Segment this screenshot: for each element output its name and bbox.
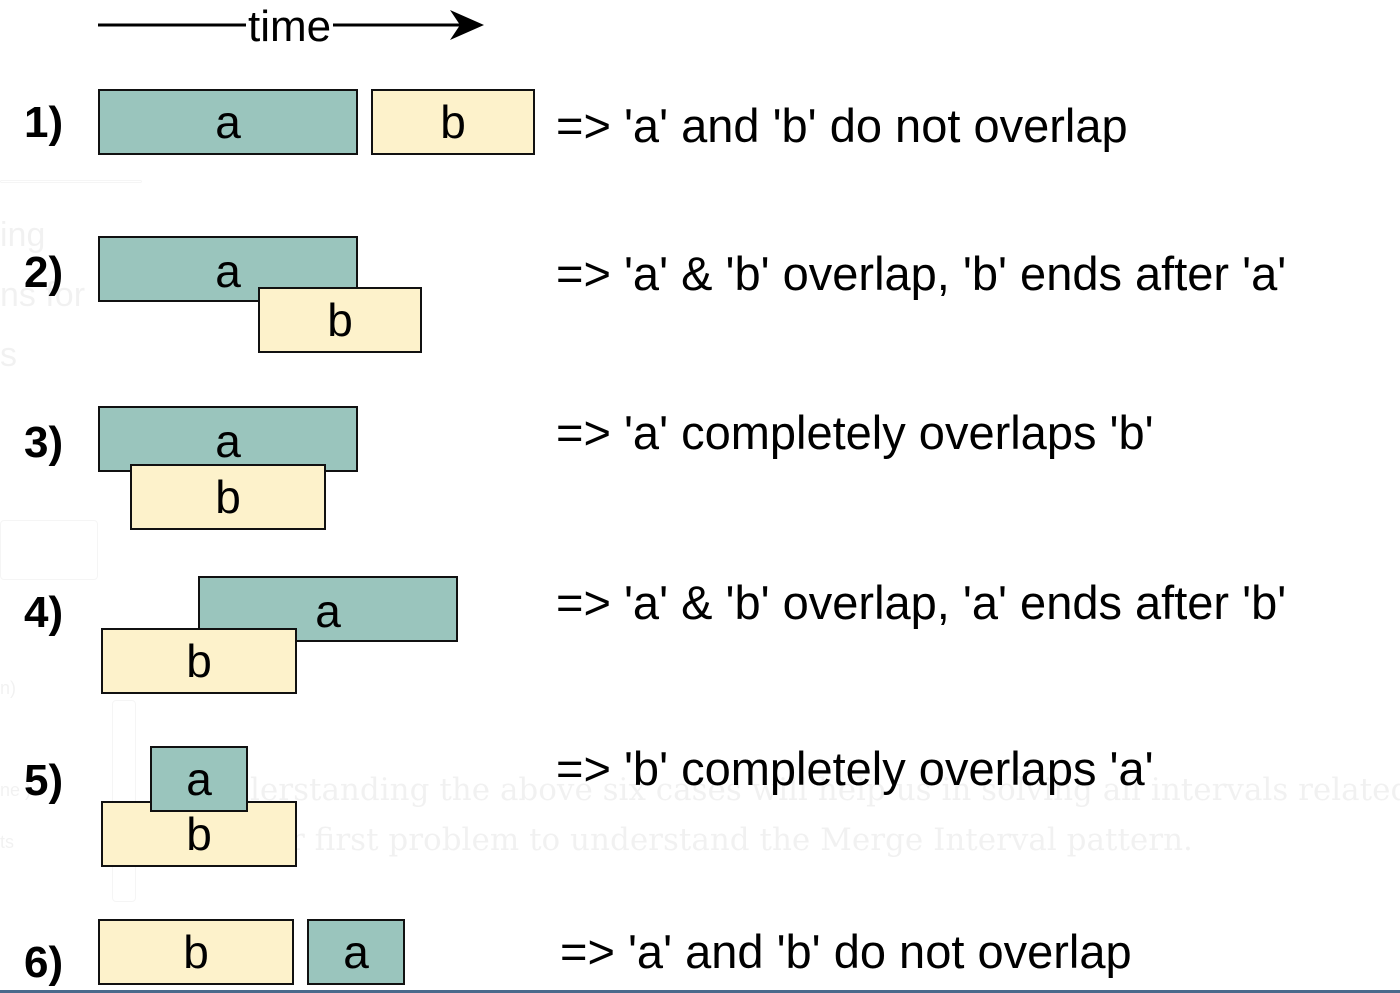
row-5-interval-b: b <box>101 801 297 867</box>
row-1-interval-b: b <box>371 89 535 155</box>
row-4-interval-b-label: b <box>186 635 212 687</box>
row-5-interval-a-label: a <box>186 753 212 805</box>
ghost-paragraph-line-2: r first problem to understand the Merge … <box>290 822 1193 858</box>
row-5-description: => 'b' completely overlaps 'a' <box>556 742 1154 795</box>
row-4-description: => 'a' & 'b' overlap, 'a' ends after 'b' <box>556 576 1287 629</box>
row-2-interval-b: b <box>258 287 422 353</box>
row-5-interval-a: a <box>150 746 248 812</box>
row-2-interval-b-label: b <box>327 294 353 346</box>
row-3-interval-b: b <box>130 464 326 530</box>
row-3-interval-a: a <box>98 406 358 472</box>
ghost-side-text-4: n) <box>0 678 17 698</box>
ghost-panel-2 <box>0 520 98 580</box>
row-4-interval-b: b <box>101 628 297 694</box>
ghost-side-text-6: ts <box>0 832 15 852</box>
row-2-number: 2) <box>24 248 64 297</box>
row-6-interval-a: a <box>307 919 405 985</box>
time-axis-label: time <box>246 2 334 52</box>
row-2-interval-a-label: a <box>215 245 241 297</box>
row-4-number: 4) <box>24 588 64 637</box>
ghost-side-text-3: s <box>0 336 17 374</box>
row-6-interval-b: b <box>98 919 294 985</box>
row-4-interval-a: a <box>198 576 458 642</box>
row-5-number: 5) <box>24 756 64 805</box>
time-axis-arrowhead <box>450 10 484 40</box>
row-3-interval-a-label: a <box>215 415 241 467</box>
row-3-interval-b-label: b <box>215 471 241 523</box>
row-6-number: 6) <box>24 938 64 987</box>
row-2-description: => 'a' & 'b' overlap, 'b' ends after 'a' <box>556 247 1287 300</box>
row-1-interval-a-label: a <box>215 96 241 148</box>
row-1-interval-a: a <box>98 89 358 155</box>
row-1-description: => 'a' and 'b' do not overlap <box>556 99 1128 152</box>
row-4-interval-a-label: a <box>315 585 341 637</box>
row-5-interval-b-label: b <box>186 808 212 860</box>
row-1-interval-b-label: b <box>440 96 466 148</box>
ghost-panel-1 <box>0 180 142 183</box>
row-3-description: => 'a' completely overlaps 'b' <box>556 406 1154 459</box>
row-3-number: 3) <box>24 418 64 467</box>
row-6-interval-a-label: a <box>343 926 369 978</box>
row-6-description: => 'a' and 'b' do not overlap <box>560 925 1132 978</box>
row-6-interval-b-label: b <box>183 926 209 978</box>
bottom-border <box>0 990 1400 993</box>
row-1-number: 1) <box>24 98 64 147</box>
